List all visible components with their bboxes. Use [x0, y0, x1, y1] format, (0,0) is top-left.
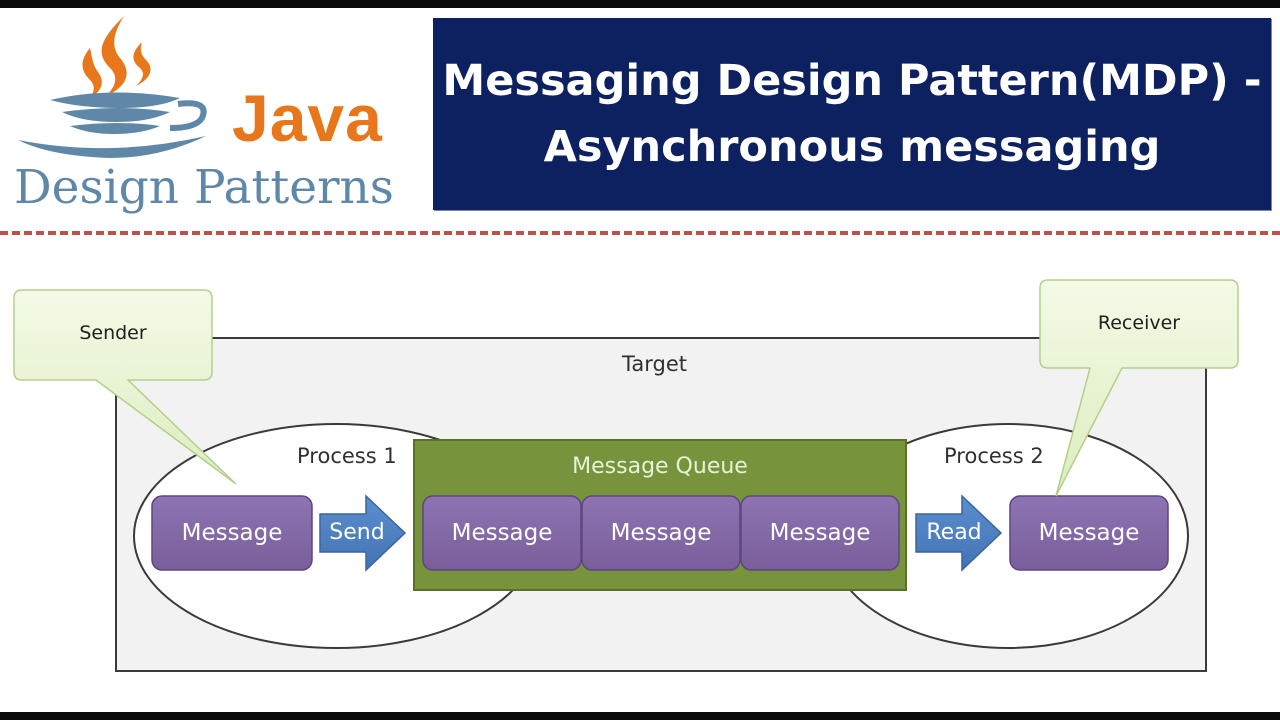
process-1-label: Process 1 — [297, 444, 397, 468]
send-arrow-label: Send — [329, 520, 385, 545]
diagram-shapes — [13, 279, 1239, 672]
queue-message-label-1: Message — [451, 520, 553, 546]
receiver-callout — [1039, 279, 1239, 497]
java-logo: Java Design Patterns — [10, 8, 430, 223]
process-2-label: Process 2 — [944, 444, 1044, 468]
read-arrow-shape — [915, 494, 1003, 572]
page-title: Messaging Design Pattern(MDP) - Asynchro… — [442, 48, 1261, 180]
receiver-callout-label: Receiver — [1097, 312, 1181, 334]
title-line-1: Messaging Design Pattern(MDP) - — [442, 56, 1262, 106]
messaging-diagram: Target Process 1 Process 2 Message Queue… — [0, 270, 1280, 690]
receiver-message-box — [1009, 495, 1169, 571]
bottom-border — [0, 712, 1280, 720]
message-queue-label: Message Queue — [572, 454, 748, 479]
title-banner: Messaging Design Pattern(MDP) - Asynchro… — [433, 18, 1271, 210]
target-label: Target — [622, 352, 687, 376]
queue-message-label-3: Message — [769, 520, 871, 546]
sender-callout-label: Sender — [79, 322, 147, 344]
receiver-message-label: Message — [1038, 520, 1140, 546]
sender-message-label: Message — [181, 520, 283, 546]
sender-message-box — [151, 495, 313, 571]
top-border — [0, 0, 1280, 8]
coffee-cup-icon — [18, 16, 207, 158]
queue-message-label-2: Message — [610, 520, 712, 546]
queue-message-box-3 — [740, 495, 900, 571]
sender-callout — [13, 289, 237, 485]
title-line-2: Asynchronous messaging — [543, 122, 1161, 172]
read-arrow-label: Read — [926, 520, 982, 545]
logo-word: Java — [232, 81, 383, 155]
send-arrow-shape — [319, 494, 407, 572]
section-divider — [0, 231, 1280, 235]
queue-message-box-2 — [581, 495, 741, 571]
logo-subtitle: Design Patterns — [14, 160, 394, 215]
queue-message-box-1 — [422, 495, 582, 571]
